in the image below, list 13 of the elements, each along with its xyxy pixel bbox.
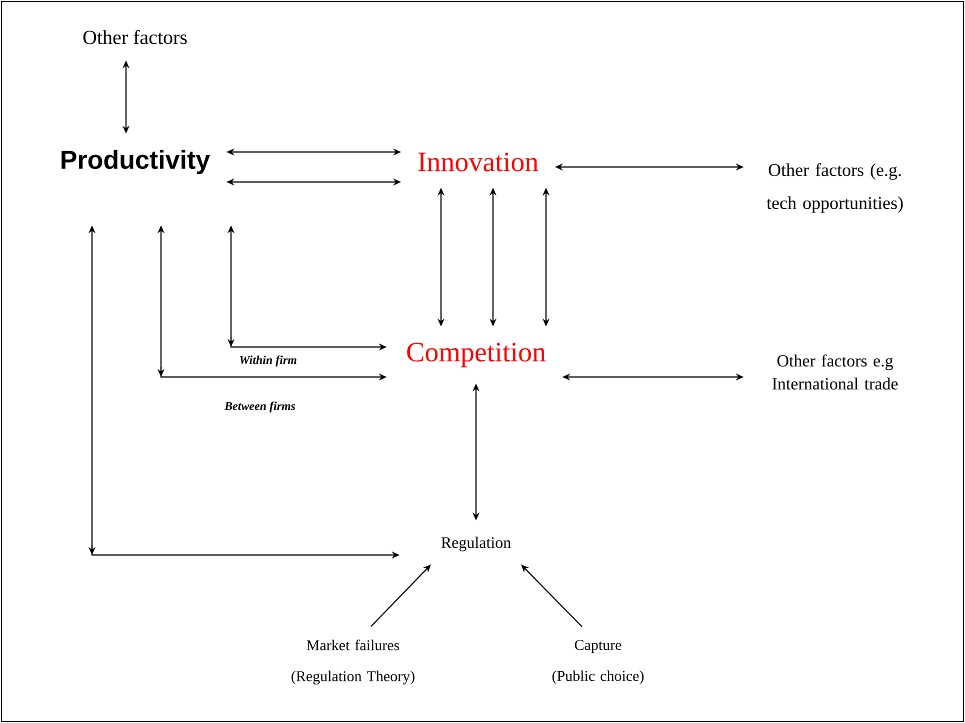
capture-label: Capture (Public choice) [552,640,644,684]
other-factors-label: Other factors e.g International trade [772,354,898,390]
edge-label: Within firm [238,354,298,368]
other-factors-label: Other factors (e.g. tech opportunities) [766,163,903,213]
competition-label: Competition [407,342,546,368]
regulation-label: Regulation [441,536,511,552]
arrow [521,564,582,628]
productivity-label: Productivity [62,150,210,174]
market-failures-label: Market failures (Regulation Theory) [292,640,414,684]
arrow [370,564,431,627]
edge-label: Between firms [224,400,296,414]
other-factors-label: Other factors [83,30,187,44]
innovation-label: Innovation [418,152,538,172]
